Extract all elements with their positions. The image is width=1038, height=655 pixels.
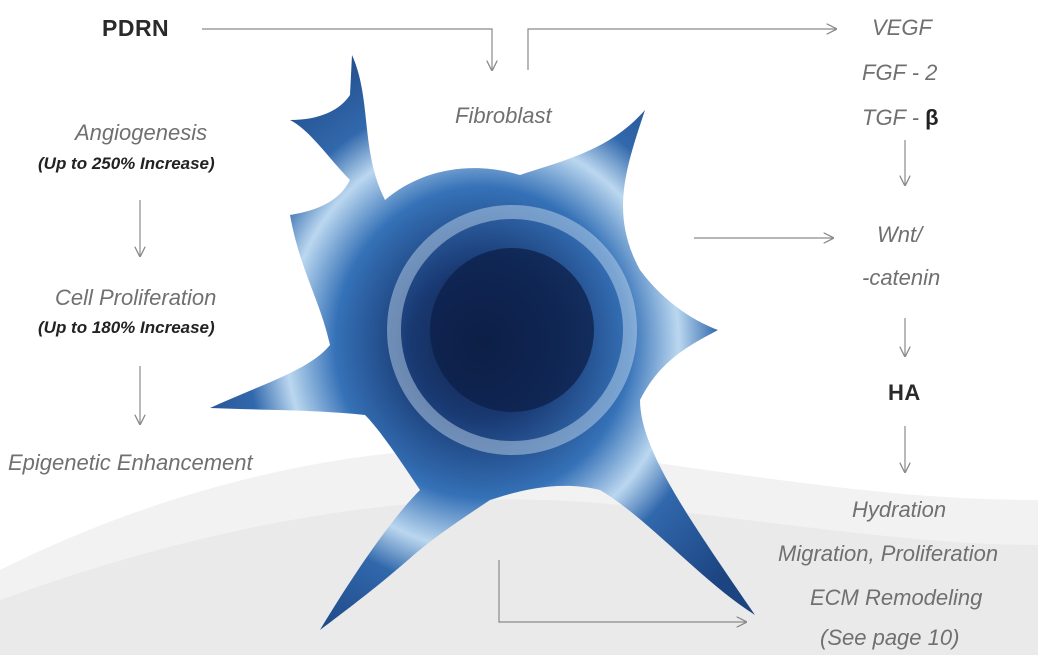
fibroblast-label: Fibroblast	[455, 103, 552, 129]
epigenetic-label: Epigenetic Enhancement	[8, 450, 253, 476]
arrow-fibroblast-to-vegf	[528, 29, 836, 70]
cell-proliferation-label: Cell Proliferation	[55, 285, 216, 311]
tgf-beta: β	[925, 105, 938, 130]
ecm-label: ECM Remodeling	[810, 585, 982, 611]
angiogenesis-note: (Up to 250% Increase)	[38, 154, 215, 174]
ha-label: HA	[888, 380, 921, 406]
cell-nucleus	[430, 248, 594, 412]
pdrn-label: PDRN	[102, 15, 169, 42]
cell-proliferation-note: (Up to 180% Increase)	[38, 318, 215, 338]
tgf-prefix: TGF -	[862, 105, 919, 130]
wnt-label-line2: -catenin	[862, 265, 940, 291]
arrow-pdrn-to-fibroblast	[202, 29, 492, 70]
tgf-label: TGF - β	[862, 105, 939, 131]
angiogenesis-label: Angiogenesis	[75, 120, 207, 146]
vegf-label: VEGF	[872, 15, 932, 41]
see-page-label: (See page 10)	[820, 625, 959, 651]
migration-label: Migration, Proliferation	[778, 541, 998, 567]
hydration-label: Hydration	[852, 497, 946, 523]
fgf2-label: FGF - 2	[862, 60, 937, 86]
wnt-label-line1: Wnt/	[877, 222, 922, 248]
